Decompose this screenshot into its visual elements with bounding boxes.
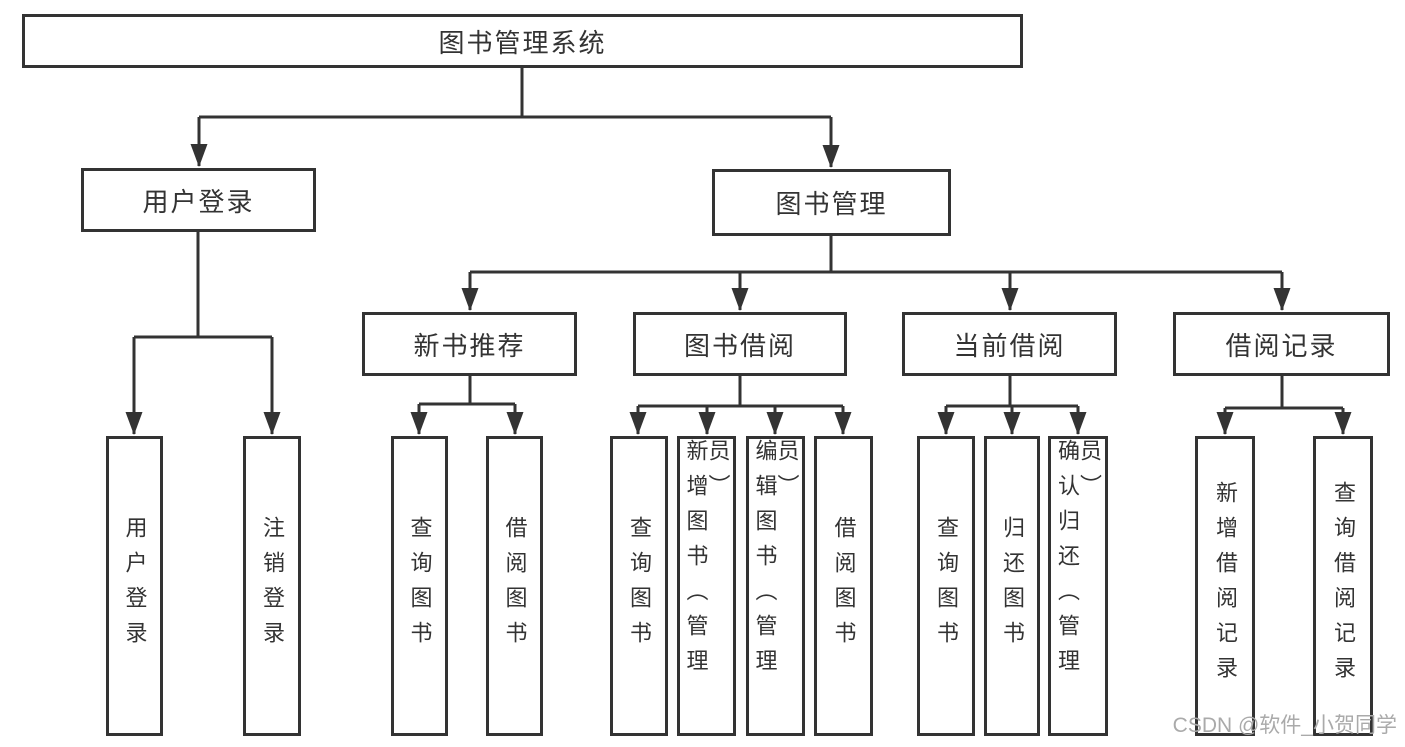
leaf-add-borrow-record: 新增借阅记录 xyxy=(1195,436,1255,736)
leaf-query-book-2-label: 查询图书 xyxy=(627,516,652,656)
leaf-query-borrow-record: 查询借阅记录 xyxy=(1313,436,1373,736)
leaf-edit-book-admin: 编辑图书（管理员） xyxy=(746,436,805,736)
leaf-borrow-book-2: 借阅图书 xyxy=(814,436,873,736)
leaf-borrow-book-1: 借阅图书 xyxy=(486,436,543,736)
leaf-query-book-3-label: 查询图书 xyxy=(934,516,959,656)
node-root: 图书管理系统 xyxy=(22,14,1023,68)
leaf-user-login-label: 用户登录 xyxy=(122,516,148,656)
leaf-borrow-book-1-label: 借阅图书 xyxy=(502,516,528,656)
watermark-text: CSDN @软件_小贺同学 xyxy=(1172,714,1397,737)
node-new-book-recommend: 新书推荐 xyxy=(362,312,577,376)
leaf-query-book-3: 查询图书 xyxy=(917,436,975,736)
leaf-query-borrow-record-label: 查询借阅记录 xyxy=(1331,481,1356,691)
node-borrow-records: 借阅记录 xyxy=(1173,312,1390,376)
node-borrow-records-label: 借阅记录 xyxy=(1225,330,1338,361)
leaf-add-book-admin-label: 新增图书（管理员） xyxy=(683,439,731,684)
leaf-query-book-1-label: 查询图书 xyxy=(407,516,433,656)
node-book-management-label: 图书管理 xyxy=(775,189,888,219)
leaf-confirm-return-admin-label: 确认归还（管理员） xyxy=(1055,439,1102,684)
leaf-return-book: 归还图书 xyxy=(984,436,1040,736)
node-current-borrow: 当前借阅 xyxy=(902,312,1117,376)
node-book-borrow-label: 图书借阅 xyxy=(683,330,796,361)
node-book-management: 图书管理 xyxy=(712,169,951,236)
node-user-login: 用户登录 xyxy=(81,168,316,232)
leaf-edit-book-admin-label: 编辑图书（管理员） xyxy=(752,439,800,684)
leaf-add-borrow-record-label: 新增借阅记录 xyxy=(1213,481,1238,691)
node-new-book-recommend-label: 新书推荐 xyxy=(413,330,526,361)
node-root-label: 图书管理系统 xyxy=(438,27,607,58)
leaf-logout: 注销登录 xyxy=(243,436,301,736)
node-user-login-label: 用户登录 xyxy=(142,186,255,217)
leaf-query-book-2: 查询图书 xyxy=(610,436,668,736)
node-book-borrow: 图书借阅 xyxy=(633,312,847,376)
leaf-logout-label: 注销登录 xyxy=(260,516,285,656)
leaf-confirm-return-admin: 确认归还（管理员） xyxy=(1048,436,1108,736)
leaf-user-login: 用户登录 xyxy=(106,436,163,736)
leaf-add-book-admin: 新增图书（管理员） xyxy=(677,436,736,736)
leaf-query-book-1: 查询图书 xyxy=(391,436,448,736)
leaf-borrow-book-2-label: 借阅图书 xyxy=(831,516,857,656)
node-current-borrow-label: 当前借阅 xyxy=(953,330,1066,361)
leaf-return-book-label: 归还图书 xyxy=(1000,516,1025,656)
